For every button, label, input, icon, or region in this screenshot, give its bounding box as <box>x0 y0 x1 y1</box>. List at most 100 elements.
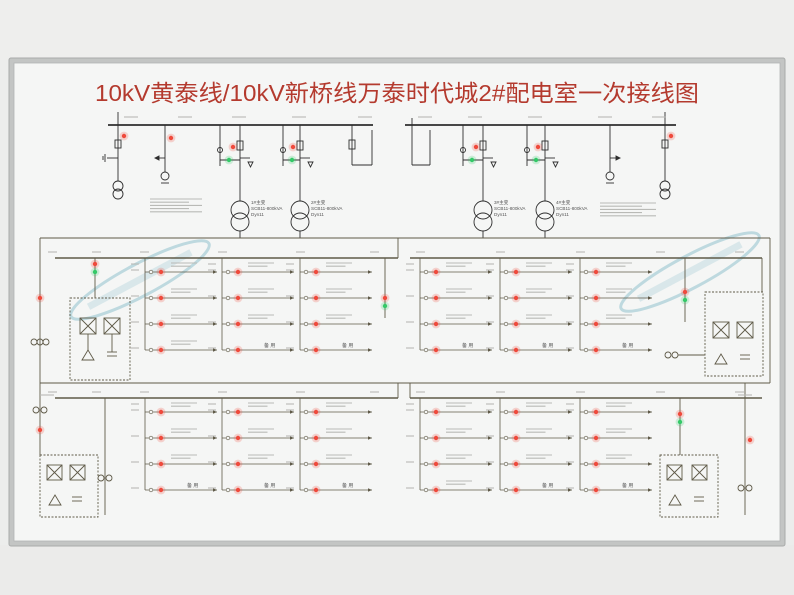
red-indicator-lamp <box>511 345 521 355</box>
red-indicator-lamp <box>156 267 166 277</box>
feeder-arrow <box>368 296 372 300</box>
red-lamp-core <box>593 409 599 415</box>
breaker-symbol <box>503 269 509 275</box>
red-indicator-lamp <box>511 485 521 495</box>
red-lamp-core <box>433 487 439 493</box>
transformer-1-name: 1#主变 <box>251 199 266 206</box>
capacitor-unit <box>712 321 730 339</box>
green-indicator-lamp <box>287 155 297 165</box>
red-lamp-core <box>313 269 319 275</box>
feeder-arrow <box>290 488 294 492</box>
red-indicator-lamp <box>311 319 321 329</box>
t1-arrester <box>247 161 254 169</box>
capacitor-unit-cross <box>69 464 86 481</box>
red-indicator-lamp <box>591 459 601 469</box>
breaker-symbol <box>423 347 429 353</box>
spare-feeder-label: 备 用 <box>342 342 353 349</box>
feeder-arrow <box>290 270 294 274</box>
red-lamp-core <box>747 437 753 443</box>
red-lamp-core <box>313 321 319 327</box>
feeder-arrow <box>290 348 294 352</box>
red-lamp-core <box>593 435 599 441</box>
red-indicator-lamp <box>311 459 321 469</box>
red-lamp-core <box>313 435 319 441</box>
red-indicator-lamp <box>471 142 481 152</box>
red-indicator-lamp <box>35 425 45 435</box>
red-indicator-lamp <box>311 345 321 355</box>
transformer-2-vector: Dyn11 <box>311 212 324 217</box>
t4-arrester <box>552 161 559 169</box>
capacitor-cabinet-upper-left <box>69 297 131 381</box>
red-lamp-core <box>235 269 241 275</box>
feeder-arrow <box>488 462 492 466</box>
red-lamp-core <box>593 321 599 327</box>
red-lamp-core <box>433 269 439 275</box>
feeder-arrow <box>290 436 294 440</box>
red-lamp-core <box>37 295 43 301</box>
transformer-3-primary <box>473 200 493 220</box>
red-indicator-lamp <box>431 293 441 303</box>
breaker-symbol <box>583 435 589 441</box>
green-lamp-core <box>677 419 683 425</box>
red-lamp-core <box>235 409 241 415</box>
feeder-arrow <box>568 270 572 274</box>
red-indicator-lamp <box>90 259 100 269</box>
red-lamp-core <box>235 487 241 493</box>
breaker-symbol <box>583 487 589 493</box>
hv-section <box>102 112 676 238</box>
breaker-symbol <box>303 409 309 415</box>
feeder-arrow <box>213 462 217 466</box>
red-indicator-lamp <box>233 293 243 303</box>
green-lamp-core <box>533 157 539 163</box>
red-indicator-lamp <box>666 131 676 141</box>
breaker-symbol <box>225 269 231 275</box>
capacitor-unit <box>69 464 86 481</box>
red-lamp-core <box>593 295 599 301</box>
red-lamp-core <box>513 295 519 301</box>
breaker-symbol <box>423 269 429 275</box>
red-lamp-core <box>121 133 127 139</box>
feeder-arrow <box>213 410 217 414</box>
red-lamp-core <box>433 461 439 467</box>
transformer-3-name: 3#主变 <box>494 199 509 206</box>
feeder-arrow <box>488 488 492 492</box>
red-indicator-lamp <box>680 287 690 297</box>
red-lamp-core <box>158 435 164 441</box>
red-indicator-lamp <box>431 485 441 495</box>
pt-left-symbol <box>160 171 170 181</box>
lv-frame <box>30 237 771 518</box>
breaker-symbol <box>225 487 231 493</box>
red-indicator-lamp <box>431 267 441 277</box>
t4-aux-switch <box>524 147 530 153</box>
breaker-symbol <box>225 461 231 467</box>
breaker-symbol <box>423 321 429 327</box>
feeder-arrow <box>568 462 572 466</box>
feeder-arrow <box>368 410 372 414</box>
capacitor-unit <box>666 464 683 481</box>
capacitor-delta-symbol <box>81 349 95 361</box>
t2-breaker <box>296 140 304 151</box>
transformer-1-primary <box>230 200 250 220</box>
red-indicator-lamp <box>156 293 166 303</box>
feeder-arrow <box>488 348 492 352</box>
feeder-arrow <box>648 296 652 300</box>
red-lamp-core <box>92 261 98 267</box>
red-indicator-lamp <box>591 345 601 355</box>
transformer-3-vector: Dyn11 <box>494 212 507 217</box>
t2-aux-switch <box>280 147 286 153</box>
breaker-symbol <box>148 409 154 415</box>
transformer-3-model: SCB11-800kVA <box>494 206 526 211</box>
breaker-symbol <box>423 435 429 441</box>
transformer-2-model: SCB11-800kVA <box>311 206 343 211</box>
breaker-symbol <box>148 321 154 327</box>
breaker-symbol <box>225 295 231 301</box>
feeder-arrow <box>213 322 217 326</box>
red-indicator-lamp <box>511 293 521 303</box>
breaker-symbol <box>148 295 154 301</box>
feeder-arrow <box>368 270 372 274</box>
red-indicator-lamp <box>233 407 243 417</box>
green-lamp-core <box>382 303 388 309</box>
spare-feeder-label: 备 用 <box>264 482 275 489</box>
red-indicator-lamp <box>380 293 390 303</box>
green-indicator-lamp <box>531 155 541 165</box>
